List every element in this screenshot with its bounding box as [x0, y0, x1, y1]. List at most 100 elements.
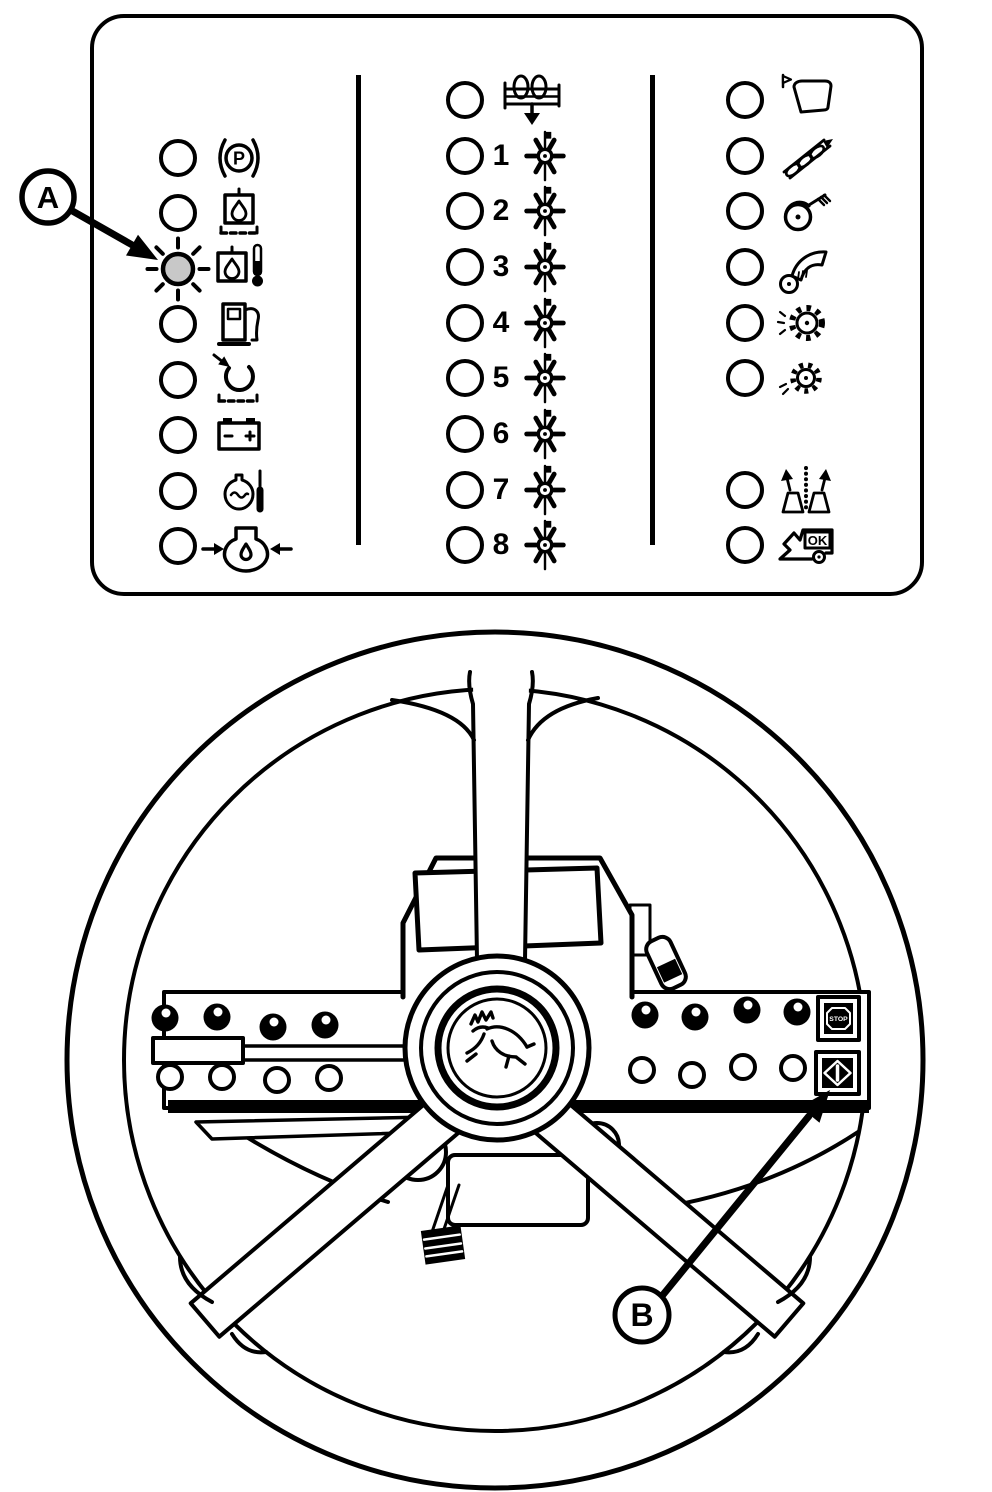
row-unit-number: 6 — [492, 416, 510, 450]
indicator-coolant-temperature — [159, 463, 293, 519]
fan-icon — [783, 193, 832, 232]
socket — [263, 1066, 291, 1094]
spiked-drum-icon — [776, 304, 825, 341]
indicator-light — [446, 470, 484, 509]
row-unit-number: 7 — [492, 472, 510, 506]
lit-indicator-light — [145, 236, 211, 302]
auger-icon — [782, 138, 833, 179]
stop-octagon — [826, 1007, 851, 1030]
indicator-light — [446, 414, 484, 453]
console-body — [162, 990, 871, 1110]
indicator-fan — [726, 183, 840, 239]
header-unit-icon — [503, 74, 561, 125]
indicator-light — [726, 526, 764, 565]
indicator-light — [726, 359, 764, 398]
stop-button: STOP — [816, 995, 861, 1042]
indicator-light — [446, 359, 484, 398]
indicator-light — [159, 471, 197, 510]
callout-b-arrowhead — [800, 1090, 830, 1123]
indicator-row-unit-8: 8 — [446, 518, 572, 574]
instrument-housing — [400, 855, 688, 1000]
indicator-light — [726, 470, 764, 509]
knob — [151, 1004, 179, 1032]
indicator-hydraulic-oil-level — [159, 186, 293, 242]
socket — [315, 1064, 343, 1092]
row-unit-spindle-icon — [524, 241, 566, 293]
indicator-light — [446, 192, 484, 231]
indicator-parking-brake: P — [159, 130, 293, 186]
row-unit-number: 5 — [492, 361, 510, 395]
indicator-light — [446, 136, 484, 175]
knob — [733, 996, 761, 1024]
row-unit-column: 1 2 — [446, 72, 572, 573]
diamond-button — [814, 1050, 861, 1096]
indicator-light — [159, 527, 197, 566]
row-unit-spindle-icon — [524, 408, 566, 460]
callout-a-label: A — [37, 180, 59, 215]
socket — [678, 1061, 706, 1089]
row-unit-number: 3 — [492, 249, 510, 283]
indicator-row-unit-1: 1 — [446, 128, 572, 184]
steering-wheel-illustration: STOP — [64, 629, 926, 1491]
row-unit-number: 4 — [492, 305, 510, 339]
indicator-conveyor — [726, 239, 840, 295]
column-boot-left-curve — [230, 1126, 390, 1204]
panel-divider-left — [356, 75, 361, 545]
signal-lever — [644, 934, 688, 992]
spoke-lower-left — [188, 1041, 527, 1339]
housing-outline — [400, 855, 635, 1000]
indicator-light — [159, 305, 197, 344]
panel-divider-right — [650, 75, 655, 545]
hydraulic-oil-level-icon — [219, 187, 259, 235]
coolant-temperature-icon — [223, 469, 264, 513]
row-unit-spindle-icon — [524, 464, 566, 515]
indicator-air-restriction — [159, 352, 293, 408]
console-shelf — [194, 1113, 530, 1141]
unit-height-icon — [781, 465, 831, 514]
indicator-light — [726, 80, 764, 119]
knob — [259, 1013, 287, 1041]
row-unit-spindle-icon — [524, 185, 566, 237]
indicator-header-unit — [446, 72, 572, 128]
indicator-spiked-drum-upper — [726, 295, 840, 351]
knob — [311, 1011, 339, 1039]
spoke-boss-left — [388, 1122, 448, 1182]
indicator-light — [726, 136, 764, 175]
console-lever — [151, 1036, 245, 1065]
stop-button-label: STOP — [829, 1016, 848, 1023]
wheel-hub — [402, 953, 592, 1143]
row-unit-spindle-icon — [524, 520, 566, 571]
socket — [628, 1056, 656, 1084]
spoke-boss-right — [573, 1121, 621, 1169]
knob — [783, 998, 811, 1026]
steering-column — [390, 670, 600, 962]
parking-brake-icon: P — [218, 138, 260, 178]
ok-label: OK — [808, 533, 828, 548]
battery-icon — [217, 418, 261, 451]
socket — [779, 1054, 807, 1082]
column-spacer — [726, 406, 840, 462]
row-unit-number: 2 — [492, 194, 510, 228]
indicator-fuel-level — [159, 297, 293, 353]
indicator-light — [446, 526, 484, 565]
spoke-lower-right — [467, 1041, 806, 1339]
warning-light-column: P — [145, 130, 293, 574]
indicator-light — [159, 416, 197, 455]
indicator-machine-ok: OK — [726, 518, 840, 574]
indicator-light — [726, 192, 764, 231]
indicator-light — [446, 303, 484, 342]
socket — [208, 1063, 236, 1091]
fuel-level-icon — [217, 302, 260, 347]
indicator-light — [726, 247, 764, 286]
indicator-row-unit-3: 3 — [446, 239, 572, 295]
callout-b-label: B — [630, 1297, 653, 1333]
indicator-light — [446, 247, 484, 286]
indicator-light — [726, 303, 764, 342]
machine-ok-icon: OK — [778, 528, 834, 565]
socket — [729, 1053, 757, 1081]
indicator-row-unit-2: 2 — [446, 183, 572, 239]
indicator-unit-height — [726, 462, 840, 518]
row-unit-spindle-icon — [524, 130, 566, 181]
indicator-row-unit-5: 5 — [446, 350, 572, 406]
